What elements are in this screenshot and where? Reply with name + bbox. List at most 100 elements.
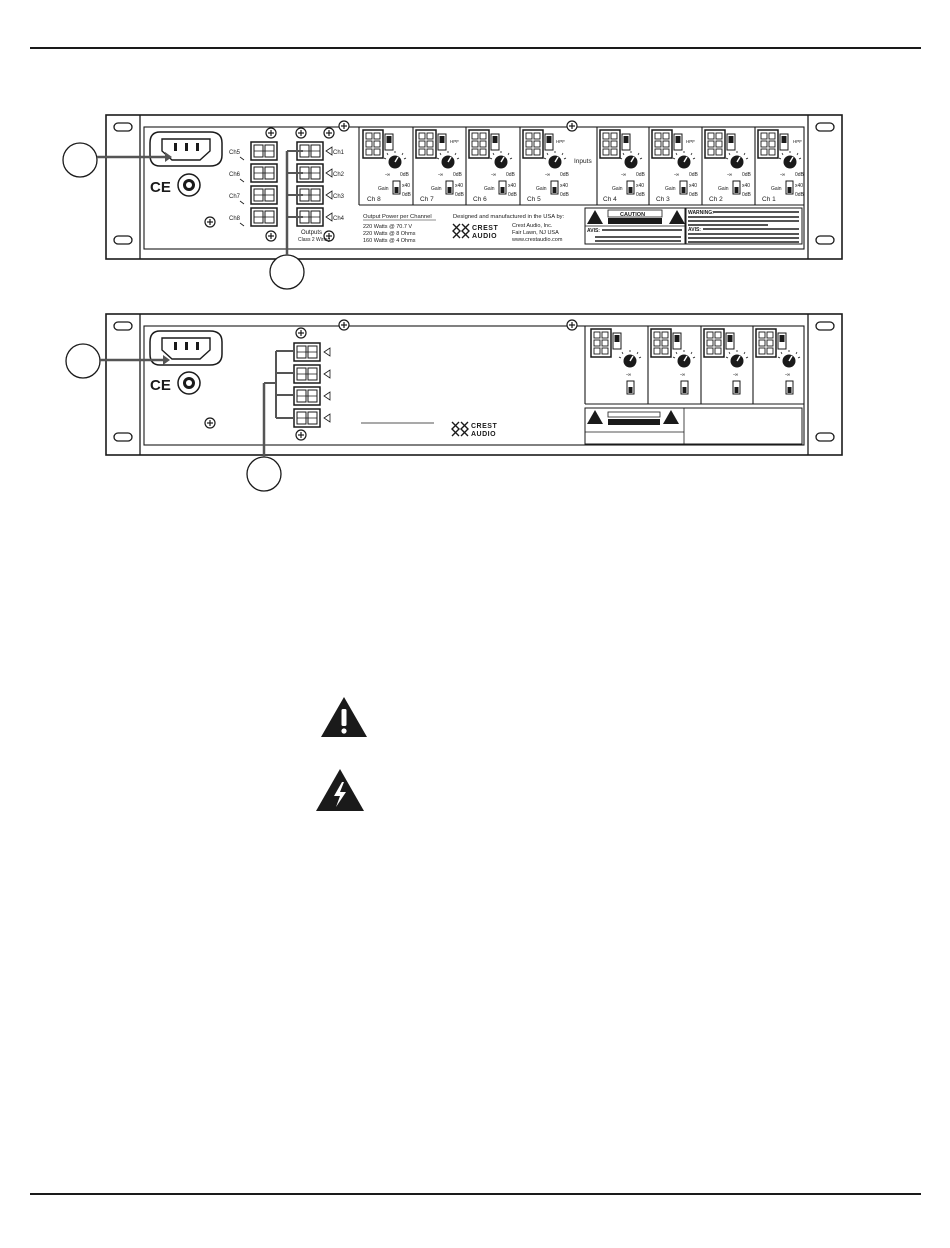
output-ch-label: Ch6 [229, 172, 241, 178]
power-line: 220 Watts @ 70.7 V [363, 224, 412, 230]
rear-panel-diagram: CE Ch5 Ch6 Ch7 Ch8 Ch1 Ch2 Ch3 Ch4 Outpu… [62, 114, 843, 492]
gain-0db-label: 0dB [742, 192, 752, 198]
knob-max-label: 0dB [742, 172, 752, 178]
gain-x40-label: x40 [636, 183, 644, 189]
knob-min-label: -∞ [727, 172, 733, 178]
hpf-label: HPF [686, 139, 695, 144]
knob-max-label: 0dB [453, 172, 463, 178]
gain-0db-label: 0dB [455, 192, 465, 198]
knob-min-label: -∞ [674, 172, 680, 178]
input-ch-label: Ch 7 [420, 196, 434, 203]
ground-post [177, 173, 201, 197]
speaker-output-terminals: Ch5 Ch6 Ch7 Ch8 Ch1 Ch2 Ch3 Ch4 [229, 141, 345, 227]
svg-text:AVIS:: AVIS: [688, 227, 701, 233]
gain-0db-label: 0dB [402, 192, 412, 198]
gain-0db-label: 0dB [508, 192, 518, 198]
input-ch-label: Ch 1 [762, 196, 776, 203]
callout-circle-outputs [246, 456, 282, 492]
warning-exclamation-icon [321, 697, 367, 737]
gain-x40-label: x40 [742, 183, 750, 189]
gain-label: Gain [378, 186, 389, 192]
knob-min-label: -∞ [785, 372, 791, 378]
input-modules: HPF HPF HPF HPF -∞ 0dB -∞ 0dB -∞ 0dB -∞ … [358, 127, 805, 206]
power-line: 160 Watts @ 4 Ohms [363, 238, 416, 244]
svg-text:CREST: CREST [471, 423, 497, 430]
gain-0db-label: 0dB [560, 192, 570, 198]
svg-text:CREST: CREST [472, 225, 498, 232]
input-ch-label: Ch 4 [603, 196, 617, 203]
gain-x40-label: x40 [455, 183, 463, 189]
knob-max-label: 0dB [400, 172, 410, 178]
svg-text:CAUTION: CAUTION [620, 212, 645, 218]
output-ch-label: Ch7 [229, 194, 241, 200]
gain-label: Gain [484, 186, 495, 192]
ce-mark: CE [150, 377, 171, 394]
speaker-output-terminals [293, 342, 331, 428]
knob-max-label: 0dB [795, 172, 805, 178]
ce-mark: CE [150, 179, 171, 196]
gain-label: Gain [536, 186, 547, 192]
output-ch-label: Ch5 [229, 150, 241, 156]
ground-post [177, 371, 201, 395]
input-ch-label: Ch 6 [473, 196, 487, 203]
knob-max-label: 0dB [560, 172, 570, 178]
svg-text:AUDIO: AUDIO [471, 431, 496, 438]
warning-label: WARNING: AVIS: [685, 207, 803, 245]
manufacturer-line: Crest Audio, Inc. [512, 223, 553, 229]
electric-shock-lightning-icon [316, 769, 364, 811]
input-ch-label: Ch 8 [367, 196, 381, 203]
input-ch-label: Ch 3 [656, 196, 670, 203]
gain-x40-label: x40 [402, 183, 410, 189]
knob-min-label: -∞ [621, 172, 627, 178]
power-title: Output Power per Channel [363, 214, 432, 220]
knob-min-label: -∞ [491, 172, 497, 178]
knob-min-label: -∞ [545, 172, 551, 178]
top-rule [30, 47, 921, 49]
knob-min-label: -∞ [780, 172, 786, 178]
svg-text:AVIS:: AVIS: [587, 228, 600, 234]
crest-audio-logo: CREST AUDIO [451, 421, 497, 438]
input-ch-label: Ch 5 [527, 196, 541, 203]
gain-label: Gain [612, 186, 623, 192]
crest-audio-logo: CREST AUDIO [452, 223, 498, 240]
callout-circle-power [62, 142, 98, 178]
gain-x40-label: x40 [689, 183, 697, 189]
knob-min-label: -∞ [733, 372, 739, 378]
output-ch-label: Ch4 [333, 216, 345, 222]
input-ch-label: Ch 2 [709, 196, 723, 203]
output-ch-label: Ch2 [333, 172, 345, 178]
knob-min-label: -∞ [385, 172, 391, 178]
gain-label: Gain [431, 186, 442, 192]
manufacturer-line: www.crestaudio.com [511, 237, 563, 243]
gain-0db-label: 0dB [795, 192, 805, 198]
callout-circle-outputs [269, 254, 305, 290]
gain-label: Gain [718, 186, 729, 192]
hpf-label: HPF [793, 139, 802, 144]
outputs-label: Outputs [301, 230, 322, 236]
caution-label-blank [584, 407, 803, 445]
callout-circle-power [65, 343, 101, 379]
gain-x40-label: x40 [508, 183, 516, 189]
ac-power-inlet [149, 330, 223, 366]
knob-max-label: 0dB [506, 172, 516, 178]
manufacturer-title: Designed and manufactured in the USA by: [453, 214, 565, 220]
input-modules: -∞ -∞ -∞ -∞ [584, 326, 804, 405]
gain-x40-label: x40 [560, 183, 568, 189]
gain-0db-label: 0dB [636, 192, 646, 198]
output-ch-label: Ch8 [229, 216, 241, 222]
knob-min-label: -∞ [626, 372, 632, 378]
power-line: 220 Watts @ 8 Ohms [363, 231, 416, 237]
caution-label: CAUTION AVIS: [584, 207, 686, 245]
svg-text:AUDIO: AUDIO [472, 233, 497, 240]
rear-panel-4ch: CE CREST AUDIO [65, 313, 843, 492]
gain-x40-label: x40 [795, 183, 803, 189]
hpf-label: HPF [450, 139, 459, 144]
knob-max-label: 0dB [636, 172, 646, 178]
svg-text:WARNING:: WARNING: [688, 210, 714, 216]
ac-power-inlet [149, 131, 223, 167]
inputs-label: Inputs [574, 158, 592, 165]
knob-max-label: 0dB [689, 172, 699, 178]
rear-panel-8ch: CE Ch5 Ch6 Ch7 Ch8 Ch1 Ch2 Ch3 Ch4 Outpu… [62, 114, 843, 290]
wiring-label: Class 2 Wiring [298, 237, 330, 243]
output-ch-label: Ch1 [333, 150, 345, 156]
